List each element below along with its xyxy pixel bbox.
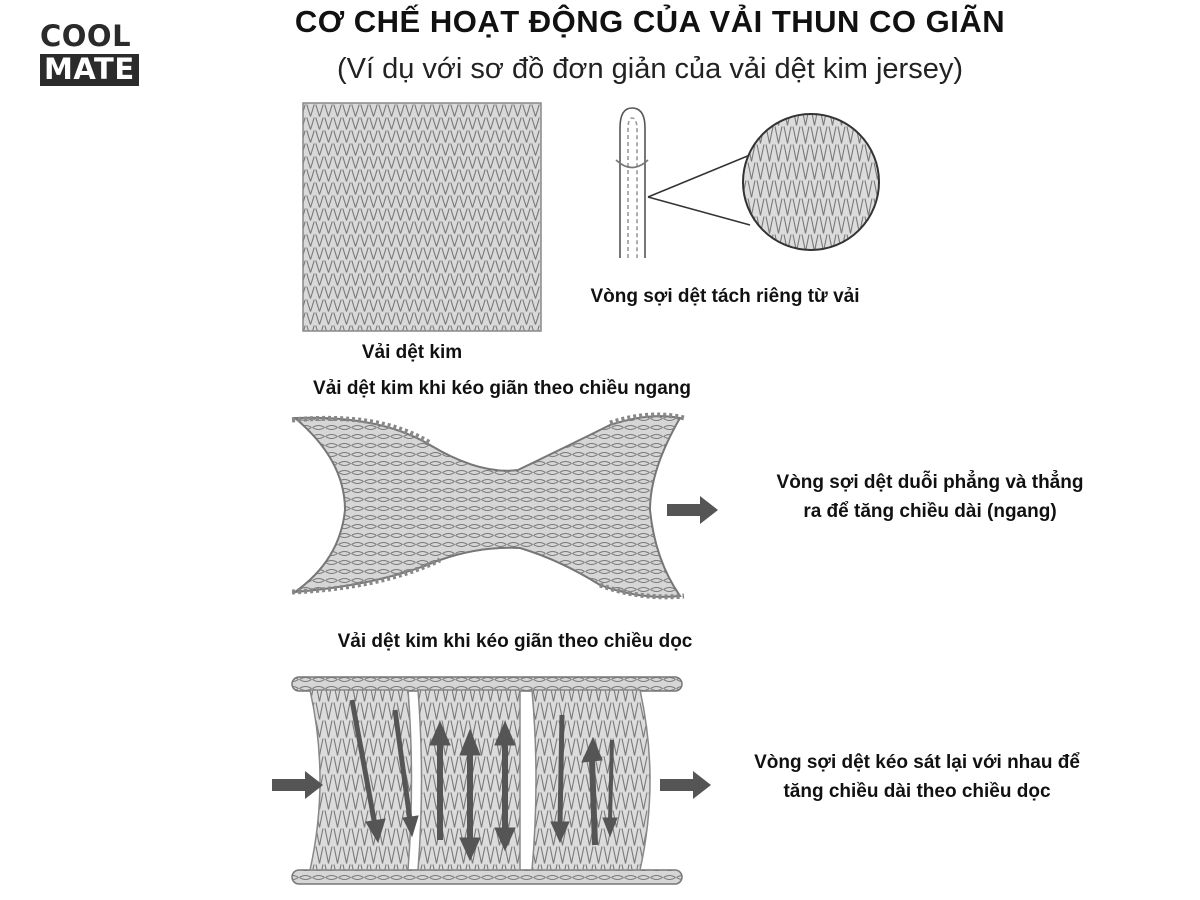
arrow-right-left-icon [272, 771, 323, 799]
magnified-loop-circle [742, 113, 880, 251]
horizontal-stretch-title: Vải dệt kim khi kéo giãn theo chiều ngan… [313, 378, 691, 399]
magnifier-lines [647, 154, 751, 226]
knit-fabric-swatch [302, 102, 542, 332]
loop-label: Vòng sợi dệt tách riêng từ vải [590, 286, 860, 307]
horizontal-desc-line-2: ra để tăng chiều dài (ngang) [803, 501, 1057, 522]
fabric-label: Vải dệt kim [361, 342, 463, 363]
vertical-stretch-fabric [291, 676, 683, 885]
page-subtitle: (Ví dụ với sơ đồ đơn giản của vải dệt ki… [336, 53, 964, 85]
horizontal-desc-line-1: Vòng sợi dệt duỗi phẳng và thẳng [776, 472, 1084, 493]
vertical-stretch-title: Vải dệt kim khi kéo giãn theo chiều dọc [337, 631, 693, 652]
arrow-right-icon [667, 496, 718, 524]
arrow-right-icon-2 [660, 771, 711, 799]
vertical-desc-line-1: Vòng sợi dệt kéo sát lại với nhau để [754, 752, 1080, 773]
isolated-loop-icon [615, 107, 649, 258]
logo-line-1: COOL [40, 19, 132, 53]
vertical-stretch-description: Vòng sợi dệt kéo sát lại với nhau để tăn… [722, 748, 1112, 806]
horizontal-stretch-description: Vòng sợi dệt duỗi phẳng và thẳng ra để t… [740, 468, 1120, 526]
vertical-desc-line-2: tăng chiều dài theo chiều dọc [783, 781, 1051, 802]
vertical-arrows-icon [349, 699, 618, 862]
coolmate-logo: COOL MATE [40, 22, 140, 86]
page-title: CƠ CHẾ HOẠT ĐỘNG CỦA VẢI THUN CO GIÃN [294, 4, 1006, 39]
horizontal-stretch-fabric [291, 412, 685, 600]
logo-line-2: MATE [40, 54, 139, 86]
